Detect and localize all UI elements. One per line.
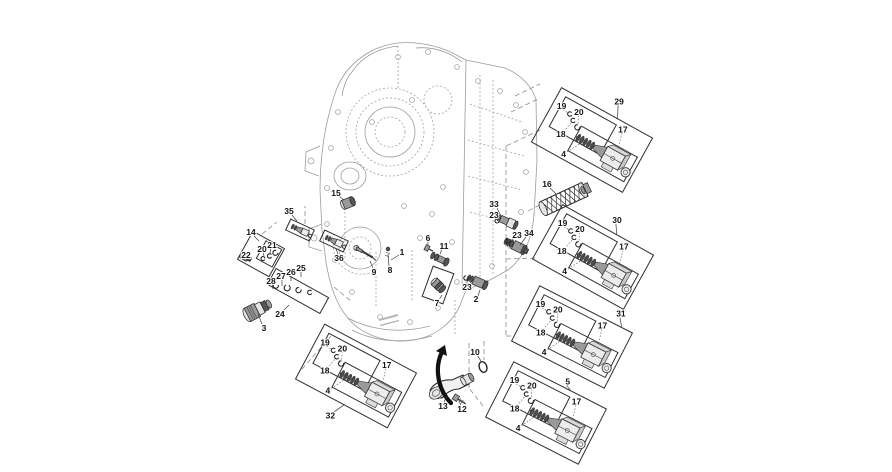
part-label: 16 <box>542 179 552 189</box>
orientation-arrow <box>435 345 454 406</box>
part-label: 20 <box>257 244 267 254</box>
part-label: 13 <box>438 401 448 411</box>
part-label: 15 <box>331 188 341 198</box>
valve-assembly-box-30 <box>531 203 655 311</box>
part-label: 8 <box>388 265 393 275</box>
part-33-sensor <box>496 214 519 230</box>
part-label: 14 <box>246 227 256 237</box>
part-11-valve <box>430 251 450 267</box>
part-label: 20 <box>338 343 348 353</box>
part-label: 7 <box>435 298 440 308</box>
part-16-screen-filter <box>538 181 592 217</box>
part-label: 19 <box>510 375 520 385</box>
valve-assembly-box-31 <box>510 285 634 389</box>
part-label: 4 <box>562 266 567 276</box>
part-label: 33 <box>489 199 499 209</box>
part-label: 32 <box>326 411 336 421</box>
small-valve-box <box>285 218 315 242</box>
part-8-detent <box>384 246 391 258</box>
connector-dashed-lines <box>261 83 541 407</box>
part-label: 34 <box>524 228 534 238</box>
valve-kit-boxes <box>285 86 655 465</box>
part-label: 17 <box>382 360 392 370</box>
part-label: 20 <box>527 381 537 391</box>
part-label: 10 <box>470 347 480 357</box>
part-22-plug <box>239 251 253 262</box>
part-label: 26 <box>286 267 296 277</box>
part-label: 19 <box>536 299 546 309</box>
part-label: 35 <box>284 206 294 216</box>
kit-box-14 <box>236 230 286 278</box>
part-label: 30 <box>612 215 622 225</box>
small-valve-box <box>319 229 349 253</box>
transmission-housing-drawing <box>304 42 538 342</box>
part-label: 28 <box>266 276 276 286</box>
callout-leaders <box>245 187 557 406</box>
part-label: 18 <box>557 246 567 256</box>
part-label: 17 <box>572 397 582 407</box>
valve-assembly-box-32 <box>294 323 418 429</box>
part-23-oring <box>463 275 469 281</box>
part-label: 18 <box>510 403 520 413</box>
part-label: 25 <box>296 263 306 273</box>
part-label: 19 <box>320 338 330 348</box>
part-label: 23 <box>489 210 499 220</box>
part-label: 36 <box>334 253 344 263</box>
part-label: 22 <box>241 250 251 260</box>
part-label: 29 <box>614 96 624 106</box>
part-label: 18 <box>556 129 566 139</box>
part-label: 3 <box>262 323 267 333</box>
part-label: 5 <box>565 376 570 386</box>
valve-assembly-box-5 <box>484 361 608 465</box>
part-label: 1 <box>400 247 405 257</box>
part-label: 9 <box>372 267 377 277</box>
part-label: 4 <box>326 386 331 396</box>
part-label: 23 <box>462 282 472 292</box>
part-label: 31 <box>616 309 626 319</box>
part-label: 18 <box>536 327 546 337</box>
part-label: 11 <box>440 241 449 251</box>
part-label: 4 <box>542 347 547 357</box>
part-label: 20 <box>553 305 563 315</box>
part-label: 20 <box>575 224 585 234</box>
part-9-pin <box>353 245 377 261</box>
part-7-plate-assembly <box>421 265 455 305</box>
part-label: 18 <box>320 366 330 376</box>
part-label: 6 <box>426 233 431 243</box>
part-3-plug <box>242 299 272 323</box>
part-label: 17 <box>619 242 629 252</box>
part-label: 27 <box>276 271 286 281</box>
part-15-plug <box>340 196 356 210</box>
part-label: 17 <box>598 321 608 331</box>
bolt-holes <box>324 49 529 325</box>
part-label: 2 <box>474 294 479 304</box>
part-label: 23 <box>512 230 522 240</box>
part-label: 21 <box>267 240 277 250</box>
part-label: 12 <box>457 404 467 414</box>
serial-plate <box>378 314 400 327</box>
part-10-oring <box>478 361 488 373</box>
part-label: 4 <box>561 149 566 159</box>
part-12-screw <box>451 393 467 405</box>
part-label: 17 <box>618 125 628 135</box>
part-label: 19 <box>557 101 567 111</box>
part-label: 24 <box>275 309 285 319</box>
part-13-elbow-fitting <box>428 372 475 400</box>
part-label: 19 <box>558 218 568 228</box>
part-label: 20 <box>574 107 584 117</box>
valve-assembly-box-29 <box>530 86 654 194</box>
callout-labels: 1920184172919201841730192018417311920184… <box>240 95 630 434</box>
part-label: 4 <box>516 423 521 433</box>
